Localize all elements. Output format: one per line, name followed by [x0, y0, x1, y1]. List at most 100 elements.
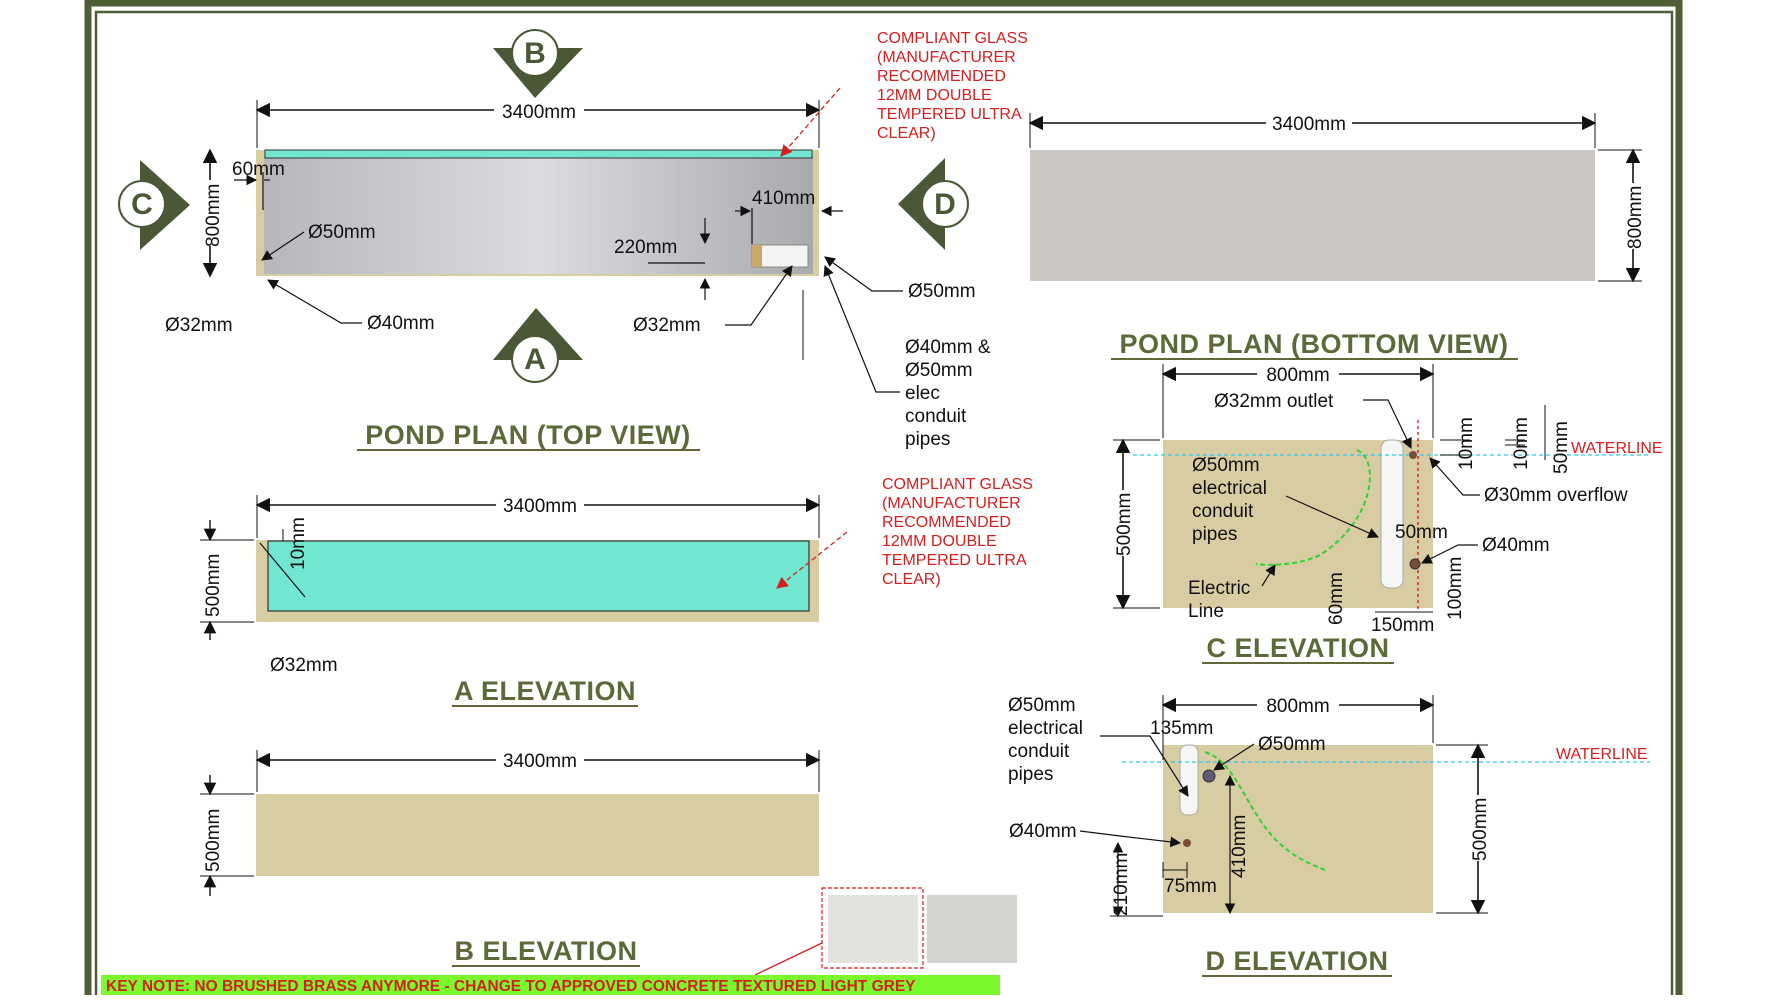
d-dim-height: 500mm — [1470, 798, 1491, 861]
alt-concrete-swatch — [927, 895, 1017, 963]
top-dim-220: 220mm — [614, 237, 677, 258]
d-electric-line-path — [1204, 751, 1326, 871]
c-dim-50h: 50mm — [1395, 522, 1448, 543]
c-dia-40: Ø40mm — [1482, 535, 1550, 556]
d-conduit-note-1: Ø50mm — [1008, 695, 1076, 716]
top-dim-60: 60mm — [232, 159, 285, 180]
sheet-frame-inner — [94, 10, 1674, 1000]
a-glass-note-1: COMPLIANT GLASS — [882, 476, 1033, 493]
top-dia-32-left: Ø32mm — [165, 315, 233, 336]
d-elevation: 800mm Ø50mm electrical conduit pipes 135… — [1008, 694, 1650, 977]
d-conduit-note-3: conduit — [1008, 741, 1070, 762]
top-conduit-note-2: Ø50mm — [905, 360, 973, 381]
top-conduit-note-4: conduit — [905, 406, 967, 427]
d-conduit-note-4: pipes — [1008, 764, 1053, 785]
key-note-bg — [101, 975, 1000, 995]
top-conduit-note-5: pipes — [905, 429, 950, 450]
marker-c-label: C — [131, 188, 153, 221]
d-conduit-note-2: electrical — [1008, 718, 1083, 739]
d-elevation-title: D ELEVATION — [1205, 946, 1388, 976]
bottom-view-plan: 3400mm 800mm POND PLAN (BOTTOM VIEW) — [1028, 112, 1646, 360]
top-dia-32-right: Ø32mm — [633, 315, 701, 336]
top-glass-note-2: (MANUFACTURER — [877, 49, 1016, 66]
c-dim-10b: 10mm — [1511, 417, 1532, 470]
d-dia-50: Ø50mm — [1258, 734, 1326, 755]
d-dim-width: 800mm — [1266, 696, 1329, 717]
d-dim-410: 410mm — [1229, 815, 1250, 878]
c-electric-line-1: Electric — [1188, 578, 1250, 599]
c-conduit-note-3: conduit — [1192, 501, 1254, 522]
c-elevation: 800mm Ø32mm outlet 10mm 10mm 50mm WATERL… — [1111, 363, 1663, 664]
top-view-plan: 3400mm 800mm 60mm 410mm 220mm Ø50mm Ø32m… — [118, 29, 1028, 451]
bottom-view-title: POND PLAN (BOTTOM VIEW) — [1120, 329, 1509, 359]
c-outlet: Ø32mm outlet — [1214, 391, 1334, 412]
b-elevation-title: B ELEVATION — [454, 936, 637, 966]
top-glass-note-3: RECOMMENDED — [877, 68, 1006, 85]
c-dim-10a: 10mm — [1456, 417, 1477, 470]
c-waterline-label: WATERLINE — [1571, 440, 1663, 457]
c-conduit-note-1: Ø50mm — [1192, 455, 1260, 476]
marker-d-label: D — [934, 188, 956, 221]
c-elevation-title: C ELEVATION — [1206, 633, 1389, 663]
top-glass-note-6: CLEAR) — [877, 125, 936, 142]
c-elev-conduit-pipe — [1380, 439, 1404, 589]
c-dim-50v: 50mm — [1551, 421, 1572, 474]
a-glass-note-3: RECOMMENDED — [882, 514, 1011, 531]
d-waterline-label: WATERLINE — [1556, 746, 1648, 763]
c-electric-line-2: Line — [1188, 601, 1224, 622]
bottom-view-slab — [1030, 150, 1595, 281]
c-dim-60: 60mm — [1326, 572, 1347, 625]
top-glass-note-1: COMPLIANT GLASS — [877, 30, 1028, 47]
c-overflow: Ø30mm overflow — [1484, 485, 1628, 506]
top-glass-note-5: TEMPERED ULTRA — [877, 106, 1022, 123]
top-dim-length: 3400mm — [502, 102, 576, 123]
top-view-equipment-wood — [752, 245, 762, 267]
swatch-leader — [754, 942, 823, 976]
section-marker-a: A — [493, 308, 583, 383]
c-dim-150: 150mm — [1371, 615, 1434, 636]
bottom-dim-width: 800mm — [1625, 186, 1646, 249]
d-dim-75: 75mm — [1164, 876, 1217, 897]
b-dim-length: 3400mm — [503, 751, 577, 772]
d-dia-40: Ø40mm — [1009, 821, 1077, 842]
c-conduit-note-4: pipes — [1192, 524, 1237, 545]
d-dim-210: 210mm — [1111, 853, 1132, 916]
a-glass-note-2: (MANUFACTURER — [882, 495, 1021, 512]
a-glass-note-4: 12MM DOUBLE — [882, 533, 997, 550]
top-dia-50-inner: Ø50mm — [308, 222, 376, 243]
section-marker-b: B — [493, 29, 583, 98]
c-electric-line-path — [1255, 449, 1371, 566]
sheet-frame-outer — [84, 0, 1683, 1000]
bottom-dim-length: 3400mm — [1272, 114, 1346, 135]
marker-b-label: B — [524, 37, 546, 70]
a-dim-10: 10mm — [288, 517, 309, 570]
top-dim-410: 410mm — [752, 188, 815, 209]
section-marker-d: D — [898, 158, 969, 250]
a-glass-note-6: CLEAR) — [882, 571, 941, 588]
key-note: KEY NOTE: NO BRUSHED BRASS ANYMORE - CHA… — [106, 978, 916, 995]
c-conduit-note-2: electrical — [1192, 478, 1267, 499]
b-elevation: 3400mm 500mm B ELEVATION — [200, 749, 821, 967]
top-glass-note-4: 12MM DOUBLE — [877, 87, 992, 104]
top-conduit-note-1: Ø40mm & — [905, 337, 991, 358]
a-dim-height: 500mm — [203, 554, 224, 617]
a-glass-note-5: TEMPERED ULTRA — [882, 552, 1027, 569]
a-elev-glass — [267, 540, 810, 612]
top-dia-50-right: Ø50mm — [908, 281, 976, 302]
marker-a-label: A — [524, 343, 546, 376]
d-elev-conduit-pipe — [1179, 744, 1199, 816]
c-dim-100: 100mm — [1445, 557, 1466, 620]
a-elevation-title: A ELEVATION — [454, 676, 636, 706]
top-conduit-note-3: elec — [905, 383, 940, 404]
a-dim-length: 3400mm — [503, 496, 577, 517]
selected-swatch-frame — [821, 887, 924, 969]
top-dia-40: Ø40mm — [367, 313, 435, 334]
c-dim-width: 800mm — [1266, 365, 1329, 386]
b-dim-height: 500mm — [203, 809, 224, 872]
a-dia-32: Ø32mm — [270, 655, 338, 676]
section-marker-c: C — [118, 160, 190, 250]
top-view-glass-panel — [264, 149, 813, 159]
top-view-title: POND PLAN (TOP VIEW) — [365, 420, 691, 450]
